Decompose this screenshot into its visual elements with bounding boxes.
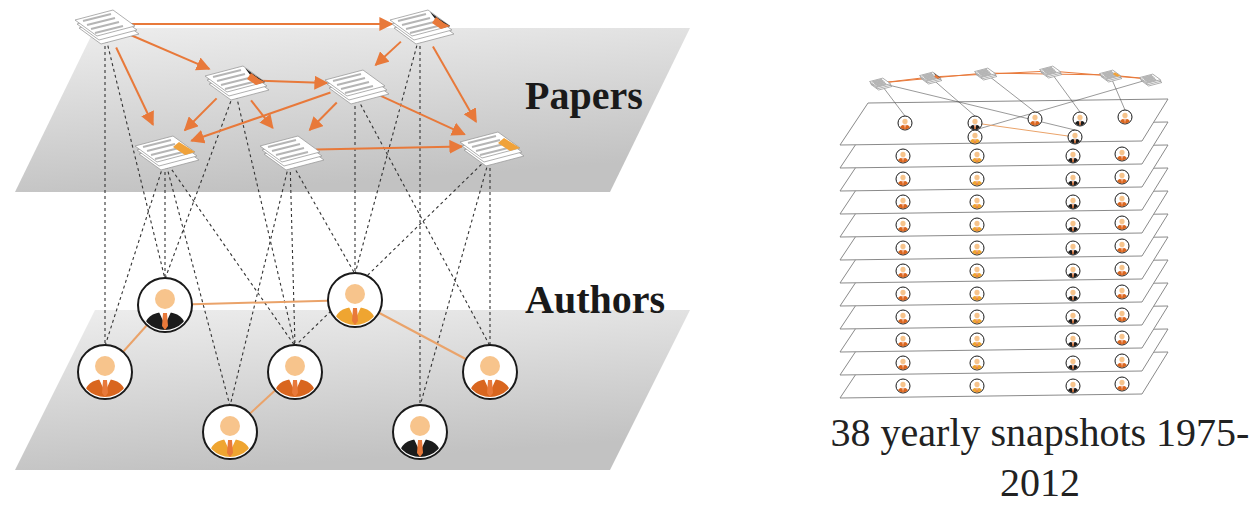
- authorship-line: [354, 94, 355, 274]
- authorship-line: [355, 94, 490, 346]
- authorship-line: [104, 34, 105, 346]
- citation-arrows: [116, 24, 476, 149]
- snapshot-sheet: [840, 145, 1168, 191]
- coauthor-lines: [105, 300, 490, 432]
- citation-arrow: [316, 147, 462, 150]
- coauthor-line: [165, 300, 355, 305]
- paper-icon: [205, 66, 269, 100]
- authorship-line: [164, 160, 165, 279]
- citation-arrow: [131, 23, 392, 25]
- snapshot-sheet: [840, 168, 1168, 214]
- paper-icon: [460, 132, 524, 166]
- authorship-line: [230, 160, 290, 406]
- authorship-line: [489, 156, 490, 346]
- authorship-line: [420, 156, 490, 406]
- author-icon: [78, 345, 132, 402]
- network-plane: Authors: [0, 268, 720, 480]
- coauthor-line: [355, 300, 490, 372]
- authorship-line: [105, 34, 165, 279]
- authorship-line: [235, 90, 295, 346]
- authorship-line: [165, 90, 235, 279]
- authorship-line: [165, 160, 230, 406]
- paper-icons: [75, 10, 524, 170]
- snapshot-sheet: [840, 352, 1168, 398]
- author-icon: [328, 273, 382, 330]
- author-icon: [138, 278, 192, 335]
- snapshot-sheet: [840, 306, 1168, 352]
- citation-arrow: [376, 42, 401, 65]
- citation-arrow: [261, 81, 327, 83]
- citation-arrow: [129, 34, 209, 69]
- citation-arrow: [433, 47, 476, 122]
- authorship-line: [419, 34, 420, 406]
- paper-icon: [75, 10, 139, 44]
- author-icon: [268, 345, 322, 402]
- citation-arrow: [116, 47, 153, 124]
- authorship-line: [290, 160, 295, 346]
- author-icon: [393, 405, 447, 462]
- paper-icon: [325, 70, 389, 104]
- citation-arrow: [251, 100, 273, 128]
- authorship-line: [290, 160, 355, 274]
- snapshot-sheet: [840, 214, 1168, 260]
- authorship-line: [295, 156, 490, 346]
- citation-arrow: [310, 103, 337, 131]
- coauthor-line: [230, 372, 295, 432]
- snapshot-sheet: [840, 191, 1168, 237]
- snapshot-sheet: [840, 66, 1168, 145]
- snapshot-sheet: [840, 122, 1168, 168]
- paper-icon: [260, 136, 324, 170]
- network-plane: Papers: [0, 20, 720, 210]
- snapshot-sheet: [840, 283, 1168, 329]
- snapshot-sheet: [840, 237, 1168, 283]
- citation-arrow: [191, 93, 330, 141]
- plane-label: Papers: [525, 72, 643, 120]
- paper-icon: [135, 136, 199, 170]
- coauthor-line: [105, 305, 165, 372]
- authorship-line: [165, 160, 295, 346]
- snapshot-sheet: [840, 329, 1168, 375]
- authorship-line: [355, 34, 420, 274]
- snapshot-sheet: [840, 260, 1168, 306]
- snapshot-stack: [840, 66, 1168, 398]
- plane-label: Authors: [525, 276, 665, 324]
- authorship-line: [105, 160, 165, 346]
- caption-label: 38 yearly snapshots 1975-2012: [820, 408, 1249, 508]
- citation-arrow: [185, 98, 217, 130]
- author-icon: [463, 345, 517, 402]
- author-icons: [78, 273, 517, 462]
- author-icon: [203, 405, 257, 462]
- paper-icon: [390, 10, 454, 44]
- authorship-lines: [105, 34, 490, 406]
- citation-arrow: [379, 95, 465, 134]
